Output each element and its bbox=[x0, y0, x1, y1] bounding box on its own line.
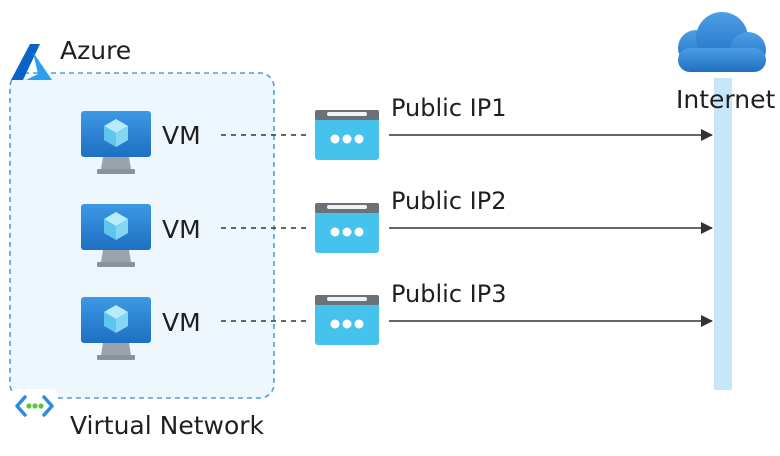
row-2: VM Public IP2 bbox=[81, 187, 713, 267]
row-3: VM Public IP3 bbox=[81, 280, 713, 360]
public-ip-label: Public IP3 bbox=[391, 280, 506, 308]
azure-logo-icon bbox=[11, 44, 52, 80]
public-ip-icon bbox=[315, 110, 379, 160]
public-ip-label: Public IP2 bbox=[391, 187, 506, 215]
internet-label: Internet bbox=[676, 85, 775, 114]
public-ip-icon bbox=[315, 295, 379, 345]
vm-icon bbox=[81, 297, 151, 360]
vm-label: VM bbox=[162, 121, 201, 150]
vm-icon bbox=[81, 111, 151, 174]
cube-icon bbox=[104, 119, 128, 147]
cube-icon bbox=[104, 212, 128, 240]
azure-label: Azure bbox=[60, 36, 131, 65]
cloud-icon bbox=[678, 12, 766, 72]
public-ip-icon bbox=[315, 203, 379, 253]
virtual-network-icon bbox=[11, 389, 57, 423]
vm-icon bbox=[81, 204, 151, 267]
public-ip-label: Public IP1 bbox=[391, 94, 506, 122]
cube-icon bbox=[104, 305, 128, 333]
vm-label: VM bbox=[162, 215, 201, 244]
row-1: VM Public IP1 bbox=[81, 94, 713, 174]
virtual-network-label: Virtual Network bbox=[70, 411, 265, 440]
internet-bar bbox=[714, 78, 732, 390]
vm-label: VM bbox=[162, 308, 201, 337]
